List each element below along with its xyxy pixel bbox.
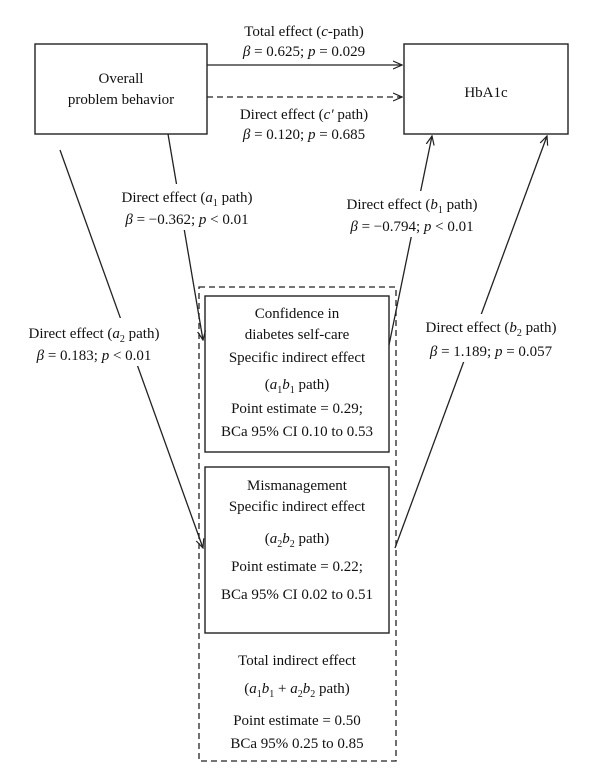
hba1c-label: HbA1c [464, 85, 508, 101]
mismanagement-point-estimate: Point estimate = 0.22; [231, 559, 363, 575]
a1-path-label: Direct effect (a1 path) β = −0.362; p < … [98, 184, 276, 230]
confidence-line3: Specific indirect effect [229, 350, 366, 366]
indirect-effects-container [198, 286, 397, 762]
b2-title: Direct effect (b2 path) [426, 320, 557, 339]
confidence-point-estimate: Point estimate = 0.29; [231, 401, 363, 417]
a1-path-arrow [167, 133, 203, 340]
total-indirect-title: Total indirect effect [238, 653, 357, 669]
total-effect-label: Total effect (c-path) β = 0.625; p = 0.0… [242, 24, 365, 60]
confidence-line2: diabetes self-care [245, 327, 350, 343]
mismanagement-line1: Mismanagement [247, 478, 348, 494]
confidence-node: Confidence in diabetes self-care Specifi… [204, 295, 390, 453]
total-indirect-ci: BCa 95% 0.25 to 0.85 [230, 736, 363, 752]
a2-path-label: Direct effect (a2 path) β = 0.183; p < 0… [10, 318, 178, 366]
total-effect-stats: β = 0.625; p = 0.029 [242, 44, 365, 60]
b1-path-label: Direct effect (b1 path) β = −0.794; p < … [322, 191, 502, 237]
overall-label-line1: Overall [99, 71, 144, 87]
confidence-ci: BCa 95% CI 0.10 to 0.53 [221, 424, 373, 440]
total-effect-title: Total effect (c-path) [244, 24, 363, 40]
mismanagement-line2: Specific indirect effect [229, 499, 366, 515]
a2-stats: β = 0.183; p < 0.01 [36, 348, 152, 364]
total-indirect-path-label: (a1b1 + a2b2 path) [244, 681, 350, 700]
direct-c-prime-title: Direct effect (c′ path) [240, 107, 368, 123]
b1-stats: β = −0.794; p < 0.01 [349, 219, 473, 235]
confidence-line1: Confidence in [255, 306, 340, 322]
b1-title: Direct effect (b1 path) [347, 197, 478, 216]
a1-stats: β = −0.362; p < 0.01 [124, 212, 248, 228]
overall-problem-behavior-node: Overall problem behavior [34, 43, 208, 135]
b2-path-label: Direct effect (b2 path) β = 1.189; p = 0… [404, 314, 582, 362]
total-indirect-block: Total indirect effect (a1b1 + a2b2 path)… [230, 653, 363, 752]
direct-c-prime-stats: β = 0.120; p = 0.685 [242, 127, 365, 143]
b1-path-arrow [388, 136, 432, 346]
confidence-path-label: (a1b1 path) [265, 377, 330, 396]
hba1c-node: HbA1c [403, 43, 569, 135]
overall-label-line2: problem behavior [68, 92, 174, 108]
total-indirect-point-estimate: Point estimate = 0.50 [233, 713, 361, 729]
a2-title: Direct effect (a2 path) [29, 326, 160, 345]
mismanagement-ci: BCa 95% CI 0.02 to 0.51 [221, 587, 373, 603]
direct-effect-c-prime-label: Direct effect (c′ path) β = 0.120; p = 0… [240, 107, 368, 143]
mismanagement-node: Mismanagement Specific indirect effect (… [204, 466, 390, 634]
a1-title: Direct effect (a1 path) [122, 190, 253, 209]
b2-stats: β = 1.189; p = 0.057 [429, 344, 553, 360]
mismanagement-path-label: (a2b2 path) [265, 531, 330, 550]
